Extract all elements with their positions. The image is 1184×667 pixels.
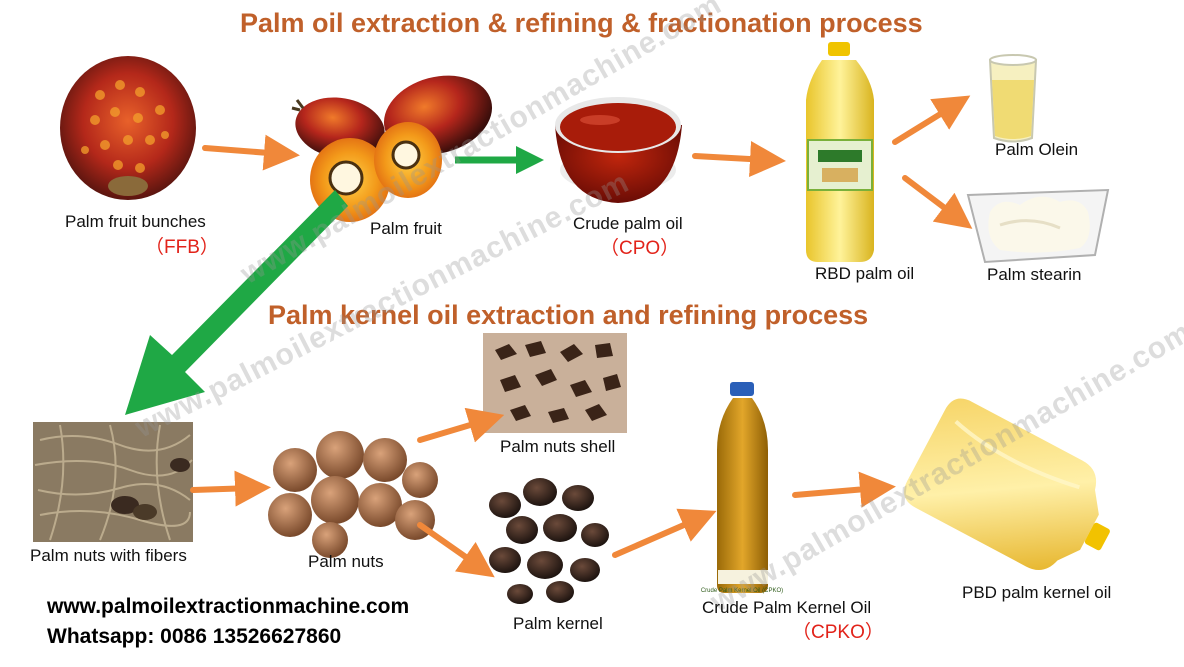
label-palm-olein: Palm Olein (995, 140, 1079, 159)
arrow-fruit-to-cpo (455, 146, 544, 174)
palm-fruit-bunch-image (60, 56, 196, 200)
footer-website: www.palmoilextractionmachine.com (47, 595, 410, 618)
palm-fruit-image (291, 75, 493, 222)
palm-olein-image (988, 54, 1038, 143)
label-cpo: （CPO） (600, 238, 680, 259)
title-palm-kernel-oil-process: Palm kernel oil extraction and refining … (268, 300, 869, 330)
label-palm-nuts: Palm nuts (308, 552, 384, 571)
arrow-cpko-to-pbd (792, 471, 896, 508)
title-palm-oil-process: Palm oil extraction & refining & fractio… (240, 8, 923, 38)
palm-stearin-image (966, 188, 1110, 264)
crude-palm-kernel-oil-image (717, 382, 768, 593)
arrow-bunch-to-fruit (202, 134, 300, 171)
label-palm-fruit-bunches: Palm fruit bunches (65, 212, 206, 231)
arrow-rbd-to-olein (892, 95, 971, 145)
arrow-cpo-to-rbd (692, 141, 786, 177)
label-ffb: （FFB） (145, 237, 219, 258)
label-palm-nuts-shell: Palm nuts shell (500, 437, 616, 456)
palm-nuts-image (268, 431, 438, 558)
label-crude-palm-oil: Crude palm oil (573, 214, 683, 233)
label-palm-nuts-with-fibers: Palm nuts with fibers (30, 546, 187, 565)
pbd-palm-kernel-oil-image (904, 398, 1110, 571)
bottle-label-text: Crude Palm Kernel Oil (CPKO) (701, 588, 783, 594)
arrow-fruit-to-fibers (125, 190, 348, 415)
label-cpko: （CPKO） (792, 622, 884, 643)
label-pbd-palm-kernel-oil: PBD palm kernel oil (962, 583, 1112, 602)
arrow-kernel-to-cpko (612, 508, 717, 558)
palm-kernel-image (489, 478, 609, 604)
label-palm-stearin: Palm stearin (987, 265, 1082, 284)
label-crude-palm-kernel-oil: Crude Palm Kernel Oil (702, 598, 872, 617)
footer-whatsapp: Whatsapp: 0086 13526627860 (47, 625, 342, 648)
palm-nuts-shell-image (483, 333, 627, 433)
arrow-fibers-to-nuts (190, 470, 271, 507)
arrow-rbd-to-stearin (902, 175, 973, 229)
palm-nuts-with-fibers-image (33, 422, 193, 542)
label-rbd-palm-oil: RBD palm oil (815, 264, 915, 283)
arrow-nuts-to-kernel (417, 522, 495, 578)
arrow-nuts-to-shell (417, 407, 505, 443)
label-palm-kernel: Palm kernel (513, 614, 603, 633)
label-palm-fruit: Palm fruit (370, 219, 442, 238)
rbd-palm-oil-image (806, 42, 874, 262)
crude-palm-oil-image (555, 97, 682, 203)
